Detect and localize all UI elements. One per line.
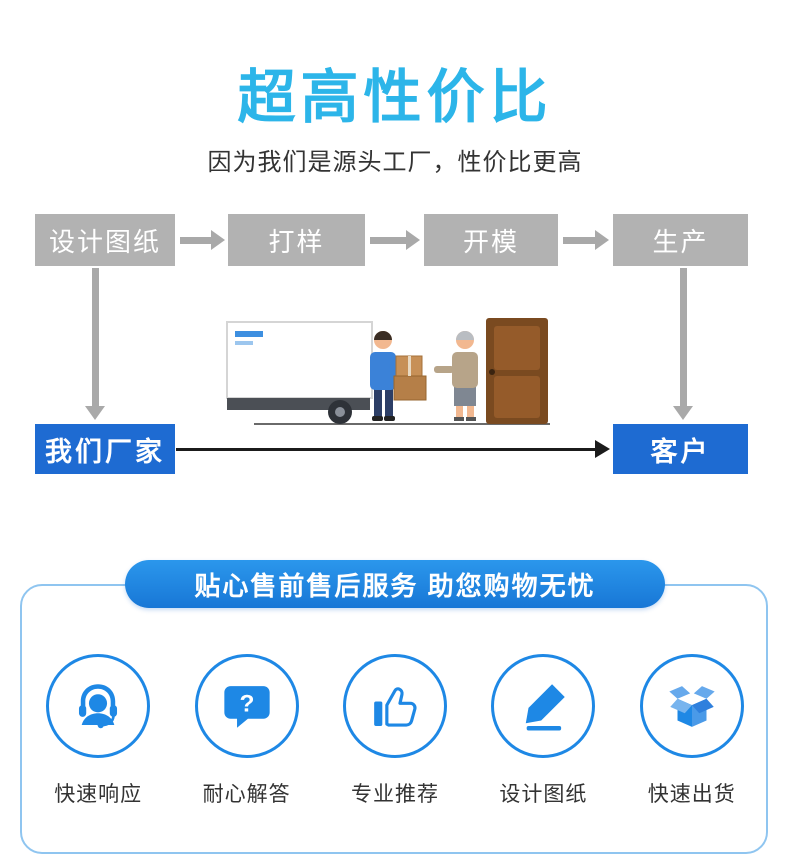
service-item-fast-shipping: 快速出货 — [621, 654, 763, 808]
service-item-fast-response: 快速响应 — [27, 654, 169, 808]
receiving-person — [434, 331, 478, 421]
arrow-down-icon — [673, 268, 693, 420]
service-item-label: 快速响应 — [54, 783, 143, 806]
arrow-right-icon — [370, 230, 420, 250]
service-item-label: 耐心解答 — [202, 783, 291, 806]
arrow-down-icon — [85, 268, 105, 420]
parcel-boxes — [393, 355, 427, 401]
flow-step-production: 生产 — [613, 214, 748, 266]
service-items: 快速响应 ? 耐心解答 专业推荐 — [24, 654, 766, 808]
customer-box: 客户 — [613, 424, 748, 474]
service-item-design-drawings: 设计图纸 — [472, 654, 614, 808]
thumbs-up-icon — [342, 654, 447, 758]
flow-step-design: 设计图纸 — [35, 214, 175, 266]
delivery-illustration — [226, 318, 550, 425]
service-item-patient-answers: ? 耐心解答 — [176, 654, 318, 808]
shipping-arrow-icon — [176, 440, 610, 458]
flow-step-proofing: 打样 — [228, 214, 365, 266]
door — [486, 318, 548, 424]
flow-step-molding: 开模 — [424, 214, 558, 266]
page-title: 超高性价比 — [237, 65, 553, 130]
open-box-icon — [639, 654, 744, 758]
service-item-pro-recommend: 专业推荐 — [324, 654, 466, 808]
svg-text:?: ? — [239, 690, 254, 717]
service-banner: 贴心售前售后服务 助您购物无忧 — [125, 560, 665, 608]
question-bubble-icon: ? — [194, 654, 299, 758]
service-item-label: 专业推荐 — [350, 783, 439, 806]
delivery-truck — [226, 321, 373, 424]
service-item-label: 设计图纸 — [499, 783, 588, 806]
pencil-icon — [491, 654, 596, 758]
factory-box: 我们厂家 — [35, 424, 175, 474]
service-item-label: 快速出货 — [647, 783, 736, 806]
arrow-right-icon — [180, 230, 225, 250]
headset-icon — [46, 654, 151, 758]
page-subtitle: 因为我们是源头工厂，性价比更高 — [207, 149, 583, 176]
delivery-person — [370, 331, 407, 421]
arrow-right-icon — [563, 230, 609, 250]
